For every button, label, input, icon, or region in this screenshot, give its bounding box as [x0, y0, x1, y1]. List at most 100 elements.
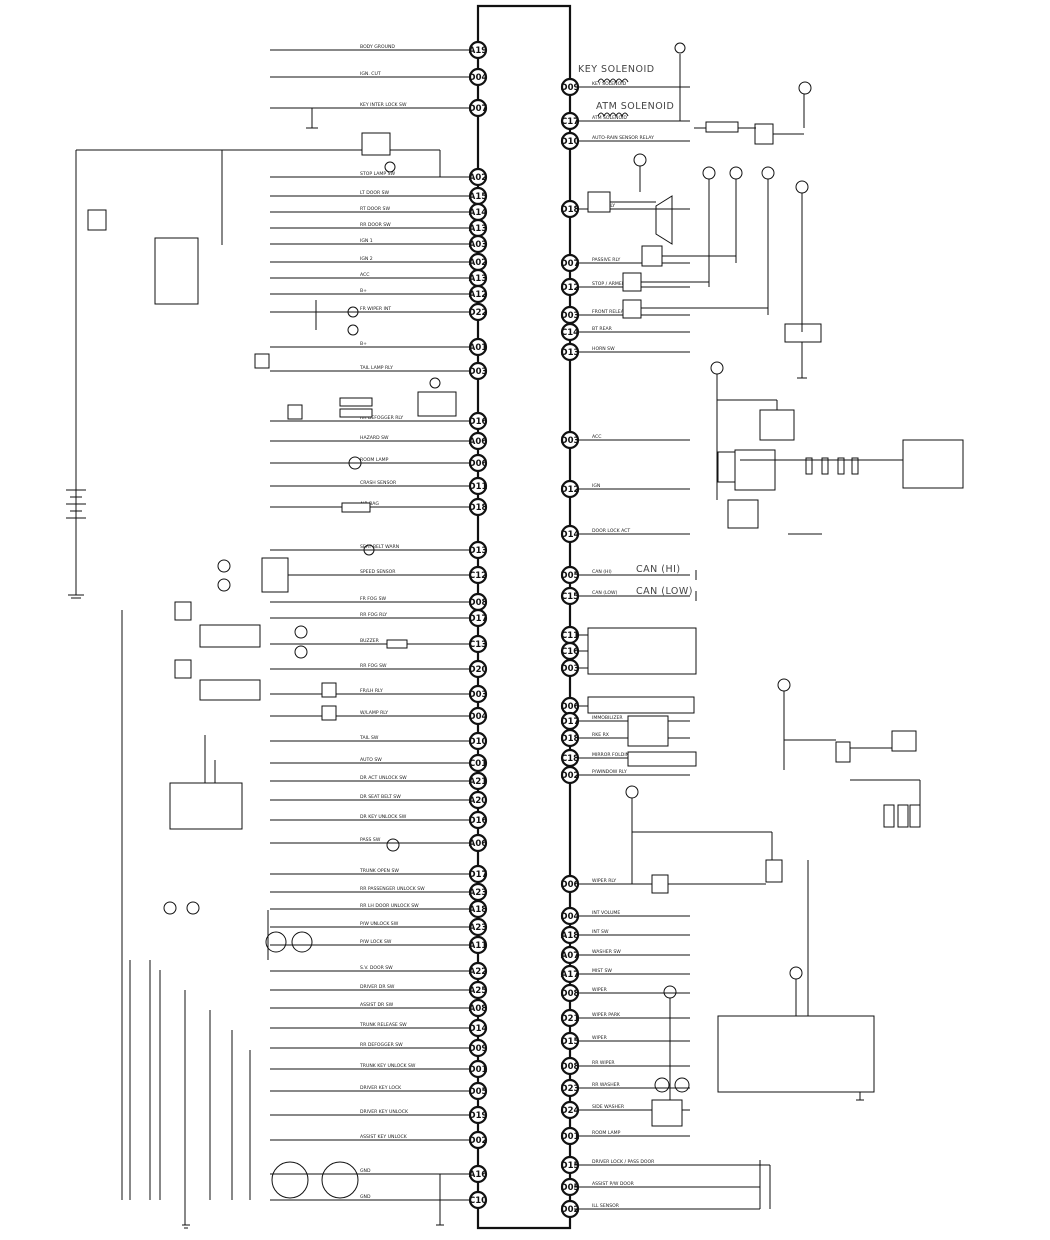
left-wire-label-tail-lamp-rly: TAIL LAMP RLY [359, 365, 393, 371]
left-pin-d04 [470, 69, 486, 85]
right-wire-label-door-lock-act: DOOR LOCK ACT [592, 528, 630, 534]
left-pin-a18 [470, 901, 486, 917]
left-pin-a16 [470, 1166, 486, 1182]
right-wire-label-ign: IGN [592, 483, 600, 489]
left-pin-id-a02: A02 [469, 173, 487, 183]
right-pin-id-d06: D06 [561, 702, 580, 712]
left-wire-label-buzzer: BUZZER [360, 638, 380, 644]
right-wire-label-wiper-rly: WIPER RLY [592, 878, 616, 884]
right-pin-d12 [562, 279, 578, 295]
right-pin-d02 [562, 767, 578, 783]
left-wire-label-fr-lh-rly: FR/LH RLY [360, 688, 383, 694]
right-wire-label-driver-lock-pass-door: DRIVER LOCK / PASS DOOR [592, 1159, 655, 1165]
right-pin-a18 [562, 927, 578, 943]
right-pin-id-d23: D23 [561, 1084, 580, 1094]
left-pin-id-a23: A23 [469, 888, 487, 898]
right-wire-label-mirror-folding: MIRROR FOLDING [592, 752, 633, 758]
left-wire-label-crash-sensor: CRASH SENSOR [360, 480, 397, 486]
left-pin-d16 [470, 413, 486, 429]
left-wire-label-lt-door-sw: LT DOOR SW [360, 190, 390, 196]
right-wire-label-front-release-rly: FRONT RELEASE RLY [592, 309, 639, 315]
right-pin-id-d03: D03 [561, 436, 580, 446]
left-pin-d02 [470, 1132, 486, 1148]
right-pin-d06 [562, 876, 578, 892]
right-pin-id-d17: D17 [561, 717, 580, 727]
left-wire-label-rr-fog-sw: RR FOG SW [360, 663, 387, 669]
right-pin-c14 [562, 324, 578, 340]
right-pin-id-d12: D12 [561, 485, 580, 495]
right-pin-id-d09: D09 [561, 83, 580, 93]
right-pin-d08 [562, 1058, 578, 1074]
left-pin-a01 [470, 339, 486, 355]
right-wire-label-mist-sw: MIST SW [592, 968, 612, 974]
left-pin-id-a12: A12 [469, 290, 487, 300]
left-pin-id-d18: D18 [469, 503, 488, 513]
right-pin-id-d08: D08 [561, 1062, 580, 1072]
right-pin-c17 [562, 113, 578, 129]
left-pin-id-a02: A02 [469, 258, 487, 268]
right-wire-label-bt-rear: BT REAR [592, 326, 613, 332]
right-wire-label-passive-rly: PASSIVE RLY [592, 257, 620, 263]
right-pin-id-c11: C11 [561, 631, 579, 641]
right-pin-id-d15: D15 [561, 1037, 580, 1047]
left-wire-label-rr-door-sw: RR DOOR SW [360, 222, 391, 228]
left-pin-id-c12: C12 [469, 571, 487, 581]
left-wire-label-b: B+ [360, 341, 367, 347]
right-pin-d23 [562, 1080, 578, 1096]
atm-solenoid-label: ATM SOLENOID [596, 101, 674, 112]
left-wire-label-rt-door-sw: RT DOOR SW [360, 206, 390, 212]
left-wire-label-room-lamp: ROOM LAMP [360, 457, 389, 463]
right-pin-d03 [562, 660, 578, 676]
left-pin-a21 [470, 773, 486, 789]
left-pin-d13 [470, 542, 486, 558]
left-pin-id-d03: D03 [469, 690, 488, 700]
key-solenoid-label: KEY SOLENOID [578, 64, 655, 75]
left-wire-label-body-ground: BODY GROUND [360, 44, 395, 50]
right-pin-id-a17: A17 [561, 970, 579, 980]
left-wire-label-w-lamp-rly: W/LAMP RLY [360, 710, 388, 716]
left-pin-id-d04: D04 [469, 712, 488, 722]
right-wiring [306, 54, 920, 1209]
left-pin-d09 [470, 1040, 486, 1056]
right-pin-d05 [562, 567, 578, 583]
left-pin-id-a08: A08 [469, 1004, 487, 1014]
left-pin-d04 [470, 708, 486, 724]
left-pin-a25 [470, 982, 486, 998]
left-pin-d06 [470, 455, 486, 471]
right-pin-d13 [562, 344, 578, 360]
left-pin-id-a20: A20 [469, 796, 487, 806]
left-pin-id-d20: D20 [469, 665, 488, 675]
left-pin-a02 [470, 169, 486, 185]
left-pin-id-a11: A11 [469, 941, 487, 951]
can-hi-label: CAN (HI) [636, 564, 681, 575]
right-pin-d15 [562, 1033, 578, 1049]
left-pin-a06 [470, 835, 486, 851]
right-wire-label-wiper-park: WIPER PARK [592, 1012, 621, 1018]
left-pin-id-a18: A18 [469, 905, 487, 915]
left-pin-a11 [470, 937, 486, 953]
left-pin-d14 [470, 1020, 486, 1036]
left-wire-label-pass-sw: PASS SW [360, 837, 381, 843]
left-pin-d22 [470, 304, 486, 320]
left-pin-id-d07: D07 [469, 104, 488, 114]
right-pin-id-d02: D02 [561, 771, 580, 781]
left-pin-id-c10: C10 [469, 1196, 487, 1206]
right-wire-label-wiper: WIPER [592, 987, 608, 993]
right-pin-d18 [562, 201, 578, 217]
right-pin-d03 [562, 432, 578, 448]
left-pin-a22 [470, 963, 486, 979]
left-pin-id-a13: A13 [469, 224, 487, 234]
right-pin-id-c16: C16 [561, 647, 579, 657]
left-pin-id-d10: D10 [469, 737, 488, 747]
right-pin-id-c17: C17 [561, 117, 579, 127]
right-wire-label-int-sw: INT SW [592, 929, 609, 935]
right-wire-label-int-volume: INT VOLUME [592, 910, 620, 916]
right-wire-label-key-solenoid: KEY SOLENOID [592, 81, 627, 87]
left-wire-label-ign-1: IGN 1 [360, 238, 373, 244]
right-pin-id-d01: D01 [561, 1132, 580, 1142]
right-pin-id-d10: D10 [561, 137, 580, 147]
left-pin-c13 [470, 636, 486, 652]
right-wire-label-stop-armed-sw: STOP / ARMED SW [592, 281, 635, 287]
left-pin-id-a03: A03 [469, 240, 487, 250]
left-wire-label-trunk-release-sw: TRUNK RELEASE SW [359, 1022, 407, 1028]
